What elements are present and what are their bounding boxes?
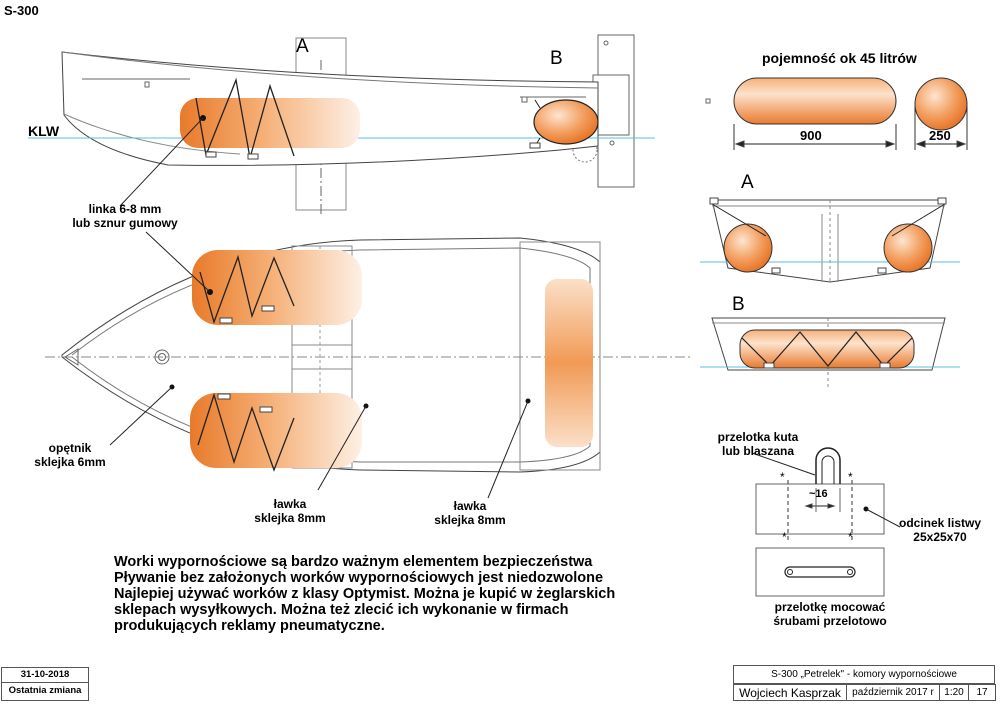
- top-view: [45, 117, 690, 499]
- star-mark-2: *: [848, 470, 853, 484]
- section-a-view: [700, 197, 960, 284]
- waterline-label: KLW: [28, 123, 60, 139]
- side-lacing: [195, 77, 295, 159]
- section-a-marker: A: [296, 36, 309, 57]
- dim-diameter: 250: [929, 128, 951, 143]
- top-bag-stern: [545, 279, 593, 447]
- dim-16: ~16: [809, 488, 828, 500]
- star-mark-3: *: [782, 530, 787, 544]
- star-mark-4: *: [848, 530, 853, 544]
- capacity-title: pojemność ok 45 litrów: [762, 50, 917, 66]
- side-view: [28, 34, 655, 215]
- title-block-sheet: 17: [969, 684, 996, 701]
- star-mark-1: *: [780, 470, 785, 484]
- bench-stern: [519, 241, 601, 471]
- top-bag-lower: [190, 393, 362, 468]
- title-block-row: Wojciech Kasprzak październik 2017 r 1:2…: [733, 684, 996, 701]
- title-block-author: Wojciech Kasprzak: [733, 684, 847, 701]
- capacity-detail: [705, 77, 968, 150]
- sheet-code: S-300: [4, 3, 39, 18]
- section-b-title: B: [732, 294, 745, 315]
- title-block-title: S-300 „Petrelek" - komory wypornościowe: [733, 665, 995, 684]
- rudder-head: [592, 74, 630, 136]
- fairlead-detail: [751, 447, 901, 597]
- section-b-view: [700, 317, 960, 388]
- dim-length: 900: [800, 128, 822, 143]
- top-bag-upper: [192, 250, 362, 325]
- title-block-date: październik 2017 r: [847, 684, 940, 701]
- bag-end: [914, 77, 968, 131]
- bag-cylinder: [733, 77, 897, 125]
- title-block-scale: 1:20: [940, 684, 969, 701]
- section-b-marker: B: [550, 48, 563, 69]
- side-bag-rear: [533, 99, 599, 145]
- info-paragraph: Worki wypornościowe są bardzo ważnym ele…: [114, 554, 616, 634]
- last-change-box: 31-10-2018 Ostatnia zmiana: [1, 667, 89, 701]
- side-bag-front: [180, 98, 360, 148]
- section-a-title: A: [741, 172, 754, 193]
